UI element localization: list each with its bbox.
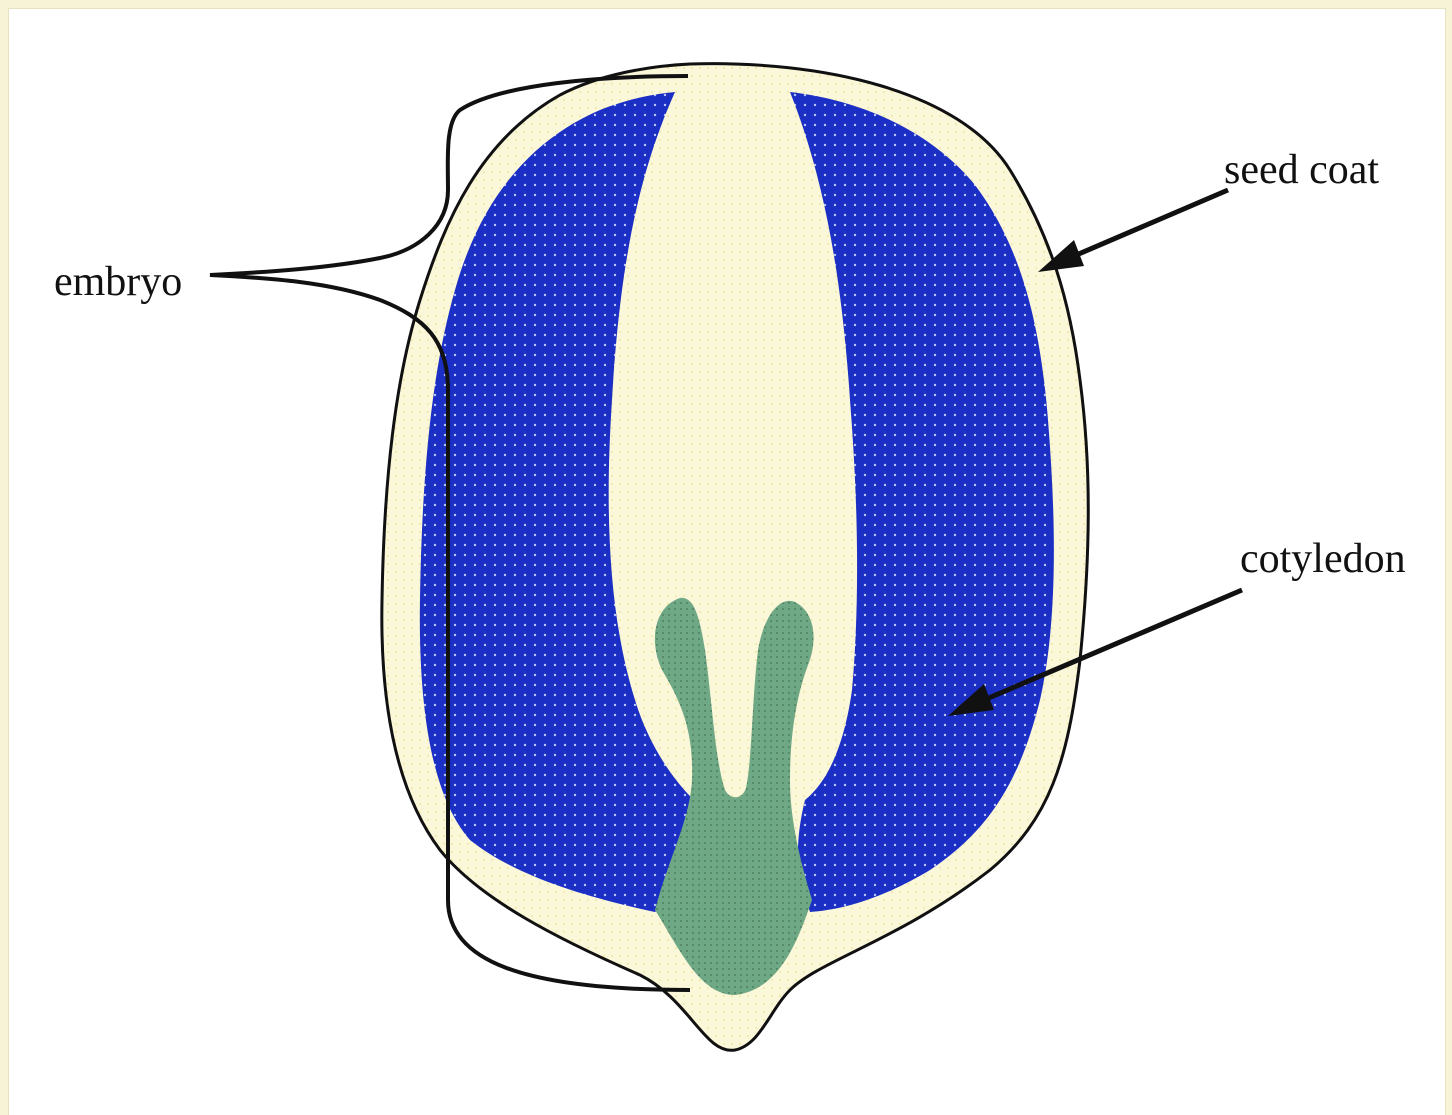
seed-coat-label: seed coat (1224, 147, 1379, 193)
embryo-label: embryo (54, 259, 182, 305)
seed-coat-arrow-line (1060, 190, 1228, 262)
cotyledon-label: cotyledon (1240, 536, 1406, 582)
